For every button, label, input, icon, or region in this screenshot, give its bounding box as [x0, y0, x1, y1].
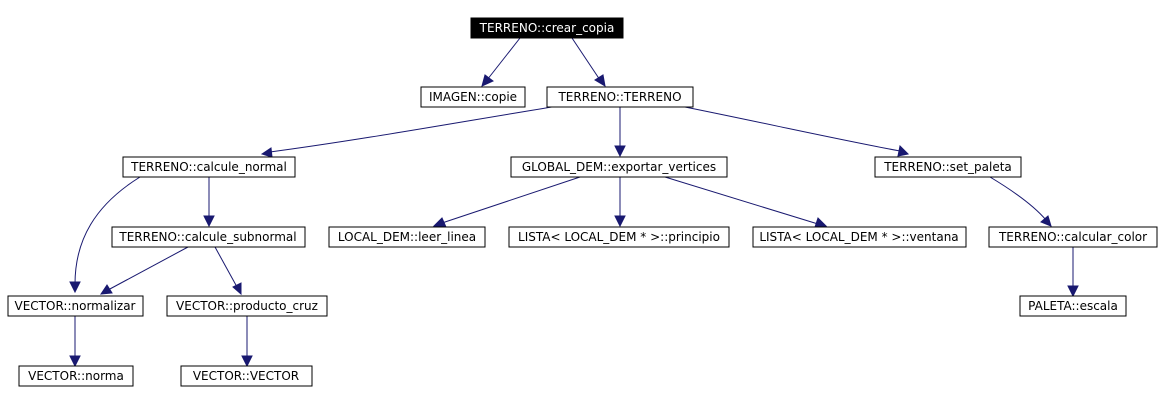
edge-terreno-to-set-paleta	[679, 105, 910, 157]
node-exportar-vertices[interactable]: GLOBAL_DEM::exportar_vertices	[510, 156, 728, 178]
node-set-paleta[interactable]: TERRENO::set_paleta	[874, 156, 1022, 178]
node-label: VECTOR::norma	[28, 369, 124, 383]
node-label: LOCAL_DEM::leer_linea	[338, 230, 476, 244]
node-label: TERRENO::calcular_color	[998, 230, 1147, 244]
node-leer-linea[interactable]: LOCAL_DEM::leer_linea	[328, 226, 486, 248]
edge-terreno-to-calcule-normal	[260, 105, 559, 158]
node-calcule-normal[interactable]: TERRENO::calcule_normal	[122, 156, 296, 178]
node-label: VECTOR::producto_cruz	[176, 299, 318, 313]
node-label: TERRENO::calcule_subnormal	[118, 230, 296, 244]
node-vector-producto-cruz[interactable]: VECTOR::producto_cruz	[166, 295, 328, 317]
edge-terreno-to-exportar-vertices	[614, 106, 626, 158]
node-label: TERRENO::TERRENO	[557, 90, 681, 104]
node-label: PALETA::escala	[1028, 299, 1118, 313]
node-label: TERRENO::calcule_normal	[130, 160, 287, 174]
edge-calcule-subnormal-to-normalizar	[100, 246, 189, 295]
node-paleta-escala[interactable]: PALETA::escala	[1019, 295, 1127, 317]
node-imagen-copie[interactable]: IMAGEN::copie	[420, 86, 526, 108]
edge-calcule-normal-to-calcule-subnormal	[203, 177, 215, 228]
edge-exportar-to-leer-linea	[432, 176, 581, 228]
node-lista-ventana[interactable]: LISTA< LOCAL_DEM * >::ventana	[752, 226, 967, 248]
node-vector-norma[interactable]: VECTOR::norma	[18, 365, 134, 387]
graph-nodes: TERRENO::crear_copia IMAGEN::copie TERRE…	[7, 17, 1158, 387]
node-label: VECTOR::normalizar	[15, 299, 136, 313]
edge-producto-cruz-to-vector-vector	[241, 316, 253, 368]
node-label: GLOBAL_DEM::exportar_vertices	[522, 160, 716, 174]
edge-root-to-terreno-terreno	[571, 37, 606, 87]
edge-root-to-imagen-copie	[481, 37, 521, 87]
edge-calcule-subnormal-to-producto-cruz	[214, 246, 242, 296]
edge-exportar-to-lista-principio	[614, 177, 626, 228]
node-label: TERRENO::crear_copia	[479, 21, 615, 35]
node-calcular-color[interactable]: TERRENO::calcular_color	[988, 226, 1158, 248]
node-label: TERRENO::set_paleta	[883, 160, 1012, 174]
node-calcule-subnormal[interactable]: TERRENO::calcule_subnormal	[111, 226, 306, 248]
edge-normalizar-to-norma	[69, 316, 81, 368]
node-vector-vector[interactable]: VECTOR::VECTOR	[180, 365, 313, 387]
node-label: LISTA< LOCAL_DEM * >::ventana	[759, 230, 958, 244]
node-lista-principio[interactable]: LISTA< LOCAL_DEM * >::principio	[508, 226, 730, 248]
node-vector-normalizar[interactable]: VECTOR::normalizar	[7, 295, 144, 317]
edge-exportar-to-lista-ventana	[664, 176, 828, 228]
node-terreno-terreno[interactable]: TERRENO::TERRENO	[546, 86, 694, 108]
edge-calcular-color-to-paleta-escala	[1067, 247, 1079, 298]
edge-calcule-normal-to-normalizar	[69, 176, 141, 294]
node-label: VECTOR::VECTOR	[193, 369, 299, 383]
edge-set-paleta-to-calcular-color	[989, 176, 1052, 227]
node-label: LISTA< LOCAL_DEM * >::principio	[518, 230, 720, 244]
node-terreno-crear-copia[interactable]: TERRENO::crear_copia	[470, 17, 624, 39]
node-label: IMAGEN::copie	[429, 90, 517, 104]
graph-edges	[69, 37, 1079, 368]
